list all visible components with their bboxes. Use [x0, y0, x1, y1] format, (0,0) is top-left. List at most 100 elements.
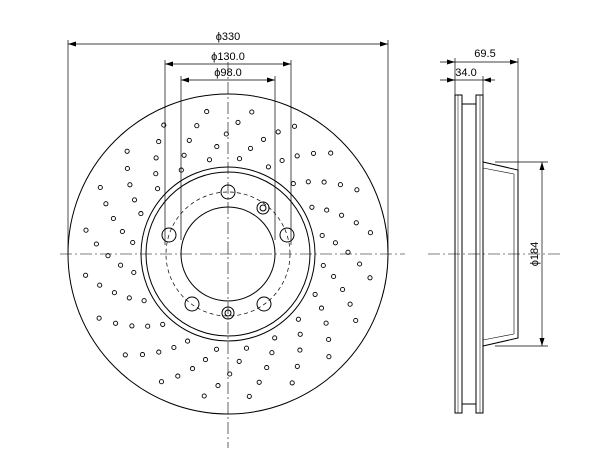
dim-130-arrow-right [283, 61, 291, 67]
drill-hole [295, 316, 301, 322]
drill-hole [110, 215, 116, 222]
drill-hole [204, 109, 210, 115]
drill-hole [272, 335, 278, 341]
drill-hole [156, 349, 162, 355]
drill-hole [202, 357, 209, 363]
drill-hole [256, 379, 262, 385]
drill-hole [155, 186, 161, 192]
front-view-dimensions [67, 40, 389, 254]
drill-hole [291, 123, 298, 129]
drill-hole [111, 290, 117, 296]
drill-hole [122, 352, 128, 358]
dim-98-arrow-right [267, 77, 275, 83]
drill-hole [319, 232, 325, 239]
drill-hole [227, 371, 233, 377]
drill-hole [367, 230, 373, 236]
drill-hole [290, 181, 296, 187]
drill-hole [113, 320, 119, 326]
locating-hole-2-outer [221, 306, 235, 320]
dim-34-arrow-left [447, 77, 455, 83]
hat-diameter-label: ϕ184 [529, 242, 541, 267]
drill-hole [138, 211, 144, 217]
lug-hole-5 [161, 227, 177, 243]
drill-hole [206, 157, 213, 163]
drill-hole [264, 365, 270, 371]
locating-hole-1-outer [256, 201, 270, 215]
drill-hole [185, 338, 191, 344]
drill-hole [130, 239, 136, 246]
disc-thickness-label: 34.0 [455, 67, 476, 79]
drill-hole [131, 197, 138, 203]
drill-hole [326, 336, 332, 343]
drill-hole [235, 119, 241, 125]
drill-hole [215, 383, 221, 389]
drill-hole [124, 148, 130, 154]
drill-hole [309, 204, 315, 210]
outer-friction-plate [475, 94, 484, 414]
drill-hole [131, 269, 137, 276]
drill-hole [97, 184, 103, 191]
drill-hole [331, 273, 337, 280]
drill-hole [312, 291, 318, 297]
drill-hole [297, 331, 303, 337]
drill-hole [96, 315, 102, 321]
hat-inner-top [482, 167, 515, 175]
drill-hole [127, 182, 133, 188]
drill-hole [186, 137, 192, 143]
drill-hole [243, 345, 250, 351]
drill-hole [156, 139, 162, 145]
drill-hole [194, 123, 200, 129]
drill-hole [294, 363, 300, 369]
drill-hole [246, 393, 252, 399]
locating-hole-2-inner [224, 309, 232, 317]
outer-diameter-label: ϕ330 [216, 31, 241, 43]
drill-hole-pattern [83, 109, 373, 399]
drill-hole [320, 262, 326, 269]
drill-hole [328, 150, 334, 156]
center-bore [180, 206, 276, 302]
drill-hole [357, 261, 363, 267]
hat-profile [482, 161, 519, 347]
drill-hole [260, 136, 267, 142]
bolt-circle [165, 191, 291, 317]
drill-hole [305, 179, 311, 185]
center-bore-label: ϕ98.0 [214, 67, 242, 79]
dim-184-arrow-top [539, 162, 545, 170]
locating-hole-1-inner [259, 204, 267, 212]
drill-hole [171, 344, 177, 351]
bolt-circle-label: ϕ130.0 [211, 51, 245, 63]
inner-friction-plate [454, 94, 463, 414]
hat-outer-edge [140, 166, 316, 342]
drill-hole [279, 157, 285, 164]
drill-hole [339, 212, 345, 218]
drill-hole [189, 366, 196, 372]
drill-hole [223, 131, 229, 137]
drill-hole [345, 249, 351, 255]
drill-hole [321, 179, 327, 185]
drill-hole [119, 228, 125, 235]
drill-hole [337, 182, 343, 188]
drill-hole [141, 298, 147, 304]
dim-330-arrow-right [380, 41, 388, 47]
drill-hole [139, 352, 146, 358]
drill-hole [323, 320, 329, 326]
drill-hole [158, 379, 165, 385]
drill-hole [201, 393, 207, 399]
drill-hole [214, 144, 220, 150]
drill-hole [175, 373, 181, 379]
drill-hole [145, 323, 151, 329]
lug-hole-3 [256, 296, 272, 312]
side-view [428, 94, 560, 414]
drill-hole [124, 165, 130, 172]
dim-184-arrow-bottom [539, 338, 545, 346]
drill-hole [160, 321, 166, 327]
lug-hole-1 [220, 184, 236, 200]
drill-hole [236, 156, 243, 162]
drill-hole [213, 346, 220, 352]
dim-69-arrow-right [510, 59, 518, 65]
lug-hole-2 [279, 227, 295, 243]
hat-inner-bottom [482, 333, 515, 341]
drill-hole [353, 317, 359, 324]
drill-hole [265, 164, 271, 170]
drill-hole [129, 323, 135, 329]
